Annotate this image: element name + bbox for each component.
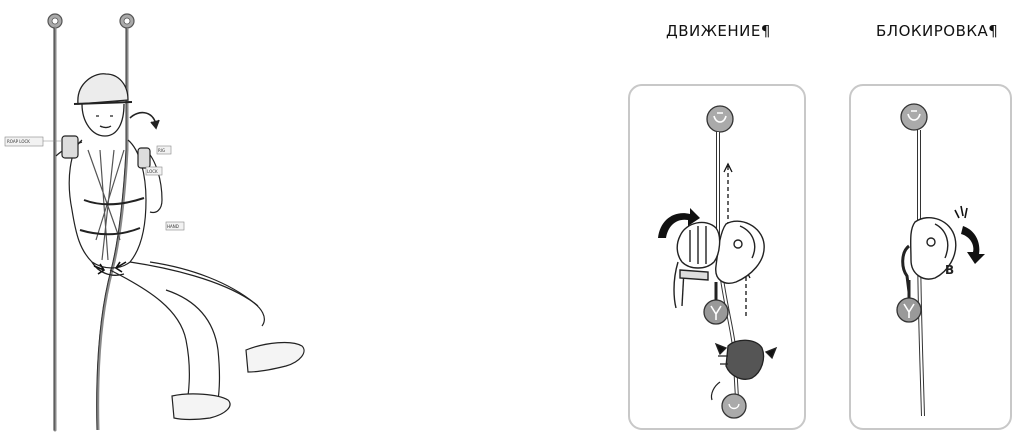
hand-icon bbox=[674, 222, 720, 308]
movement-title: ДВИЖЕНИЕ¶ bbox=[666, 22, 771, 40]
bottom-anchor-icon bbox=[722, 394, 746, 418]
climber-head bbox=[74, 74, 132, 136]
anchor-top-icon bbox=[901, 104, 927, 130]
ascender-device-icon bbox=[903, 218, 956, 292]
ascender-device-icon bbox=[716, 221, 764, 283]
rope-clamp-icon bbox=[716, 340, 776, 379]
movement-diagram bbox=[630, 86, 804, 428]
hand-tail bbox=[711, 382, 720, 400]
anchor-left-icon bbox=[48, 14, 62, 28]
rotate-arrow-icon bbox=[130, 113, 159, 128]
climber-illustration: ROAP LOCK RIG LOCK HAND bbox=[0, 0, 600, 435]
anchor-top-icon bbox=[707, 106, 733, 132]
callout-rig-text: RIG bbox=[158, 148, 165, 153]
rotate-arrow-icon bbox=[955, 206, 985, 264]
blocking-diagram: B bbox=[851, 86, 1010, 428]
movement-card bbox=[628, 84, 806, 430]
blocking-title: БЛОКИРОВКА¶ bbox=[876, 22, 998, 40]
climber-body bbox=[56, 136, 304, 420]
anchor-right-icon bbox=[120, 14, 134, 28]
callout-lock-text: LOCK bbox=[147, 169, 158, 174]
callout-hand-text: HAND bbox=[167, 224, 179, 229]
rope-left bbox=[54, 28, 55, 430]
callout-rope-lock-text: ROAP LOCK bbox=[7, 139, 30, 144]
device-lower-icon bbox=[897, 280, 921, 322]
blocking-card: B bbox=[849, 84, 1012, 430]
device-letter: B bbox=[945, 263, 954, 277]
